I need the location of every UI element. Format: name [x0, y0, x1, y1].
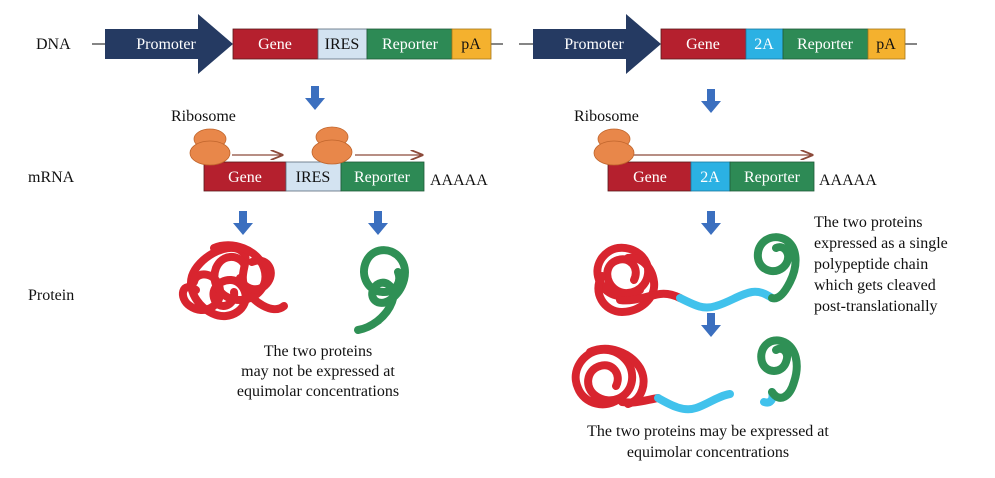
right-dna-pa [867, 28, 906, 60]
right-promoter-arrow [533, 14, 661, 74]
right-mrna-2a-label: 2A [700, 169, 720, 186]
right-caption: The two proteins may be expressed at equ… [587, 423, 829, 461]
left-reporter-protein [354, 246, 409, 334]
right-side-note-line-5: post-translationally [814, 298, 938, 315]
right-caption-line-1: The two proteins may be expressed at [587, 423, 829, 440]
left-mrna-gene-label: Gene [228, 169, 262, 186]
right-dna-reporter [782, 28, 869, 60]
left-gene-protein [178, 241, 288, 321]
right-mrna-reporter [729, 161, 815, 192]
right-mrna-gene [607, 161, 692, 192]
right-mrna-reporter-label: Reporter [744, 169, 801, 186]
right-side-note: The two proteins expressed as a single p… [814, 214, 948, 315]
left-dna-reporter [366, 28, 453, 60]
right-ribosome-label: Ribosome [574, 108, 639, 125]
row-label-protein: Protein [28, 287, 74, 304]
row-label-dna: DNA [36, 36, 71, 53]
right-cleaved-gene-protein [571, 344, 734, 414]
right-fused-polyprotein [593, 233, 800, 316]
left-caption-line-1: The two proteins [264, 343, 372, 360]
left-mrna-reporter [340, 161, 425, 192]
right-dna-2a-label: 2A [754, 36, 774, 53]
left-dna-pa [451, 28, 492, 60]
left-mrna-reporter-label: Reporter [354, 169, 411, 186]
right-ribosome [593, 128, 635, 166]
left-ribosome-1 [189, 128, 231, 166]
left-promoter-label: Promoter [136, 36, 196, 53]
right-translation-arrow [701, 211, 721, 235]
right-side-note-line-1: The two proteins [814, 214, 922, 231]
right-mrna: Ribosome Gene 2A Reporter AAAAA [574, 108, 877, 192]
left-dna-pa-label: pA [461, 36, 481, 53]
left-caption: The two proteins may not be expressed at… [237, 343, 399, 400]
left-caption-line-2: may not be expressed at [241, 363, 395, 380]
right-caption-line-2: equimolar concentrations [627, 444, 789, 461]
right-cleavage-arrow [701, 313, 721, 337]
right-mrna-gene-label: Gene [633, 169, 667, 186]
right-promoter-label: Promoter [564, 36, 624, 53]
left-ribosome-label: Ribosome [171, 108, 236, 125]
right-dna-construct: Promoter Gene 2A Reporter pA [519, 14, 917, 74]
left-mrna-ires-label: IRES [296, 169, 331, 186]
left-mrna-gene [203, 161, 287, 192]
left-dna-reporter-label: Reporter [382, 36, 439, 53]
left-promoter-arrow [105, 14, 233, 74]
right-mrna-2a [690, 161, 731, 192]
right-dna-gene-label: Gene [686, 36, 720, 53]
right-transcription-arrow [701, 89, 721, 113]
left-ribosome-2 [311, 126, 353, 165]
row-label-mrna: mRNA [28, 169, 75, 186]
right-cleaved-reporter-protein [757, 336, 801, 407]
left-mrna-ires [285, 161, 342, 192]
left-mrna: Ribosome Gene IRES Reporter AAAAA [171, 108, 488, 192]
right-side-note-line-3: polypeptide chain [814, 256, 928, 273]
right-side-note-line-2: expressed as a single [814, 235, 948, 252]
left-dna-gene [232, 28, 319, 60]
left-caption-line-3: equimolar concentrations [237, 383, 399, 400]
left-dna-gene-label: Gene [258, 36, 292, 53]
left-transcription-arrow [305, 86, 325, 110]
left-polya-tail: AAAAA [430, 172, 488, 189]
left-dna-ires [317, 28, 368, 60]
right-side-note-line-4: which gets cleaved [814, 277, 936, 294]
left-reporter-translation-arrow [368, 211, 388, 235]
right-dna-pa-label: pA [876, 36, 896, 53]
right-dna-reporter-label: Reporter [797, 36, 854, 53]
right-polya-tail: AAAAA [819, 172, 877, 189]
left-dna-construct: Promoter Gene IRES Reporter pA [92, 14, 503, 74]
left-gene-translation-arrow [233, 211, 253, 235]
right-dna-gene [660, 28, 747, 60]
left-dna-ires-label: IRES [325, 36, 360, 53]
